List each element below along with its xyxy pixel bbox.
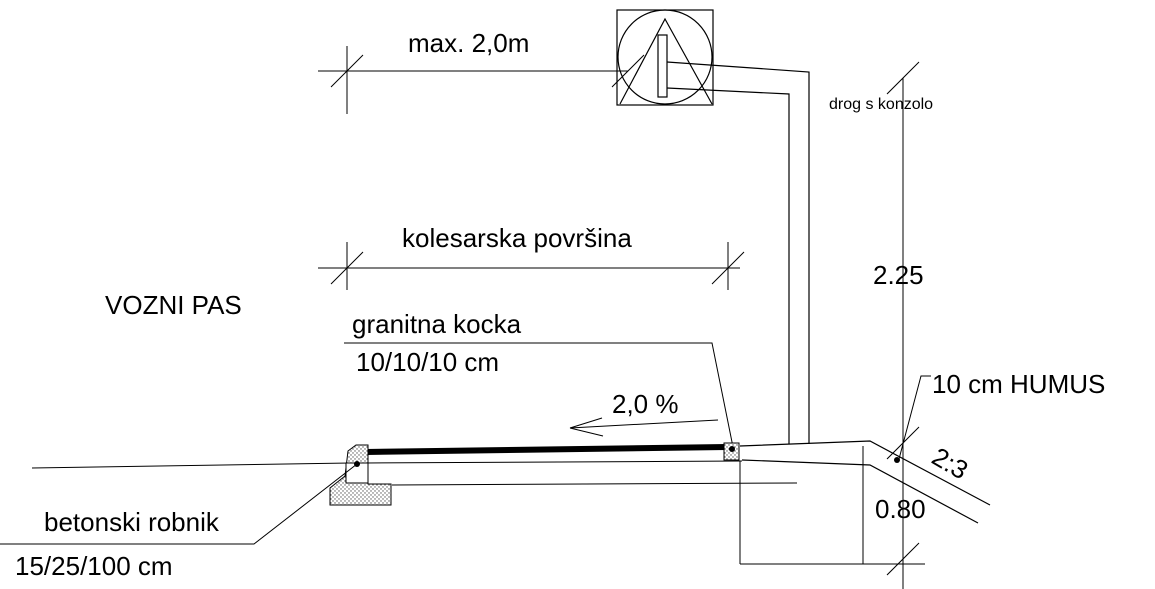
curb-title-label: betonski robnik [44,507,220,537]
slope-label: 2,0 % [612,389,679,419]
granite-cube [723,442,740,461]
depth-label: 0.80 [875,494,926,524]
pavement-layers [31,444,798,486]
foundation-block [739,446,864,565]
humus-point [894,457,900,463]
curb-leader [0,463,358,545]
granite-size-label: 10/10/10 cm [356,347,499,377]
embankment-slope-label: 2:3 [927,441,973,485]
embankment [739,440,991,524]
granite-leader [344,342,734,448]
humus-leader [898,375,931,460]
cycle-surface-dimension [318,242,745,290]
pole-label: drog s konzolo [829,96,933,113]
granite-title-label: granitna kocka [352,309,522,339]
max-width-label: max. 2,0m [408,28,529,58]
max-width-dimension [318,46,645,114]
pole-with-cantilever [666,61,810,444]
curb-size-label: 15/25/100 cm [15,551,173,581]
carriageway-label: VOZNI PAS [105,290,242,320]
humus-label: 10 cm HUMUS [932,369,1105,399]
traffic-sign [616,9,714,106]
slope-arrow [569,417,719,437]
height-dimension [863,61,925,589]
cycle-surface-label: kolesarska površina [402,223,632,253]
height-label: 2.25 [873,260,924,290]
